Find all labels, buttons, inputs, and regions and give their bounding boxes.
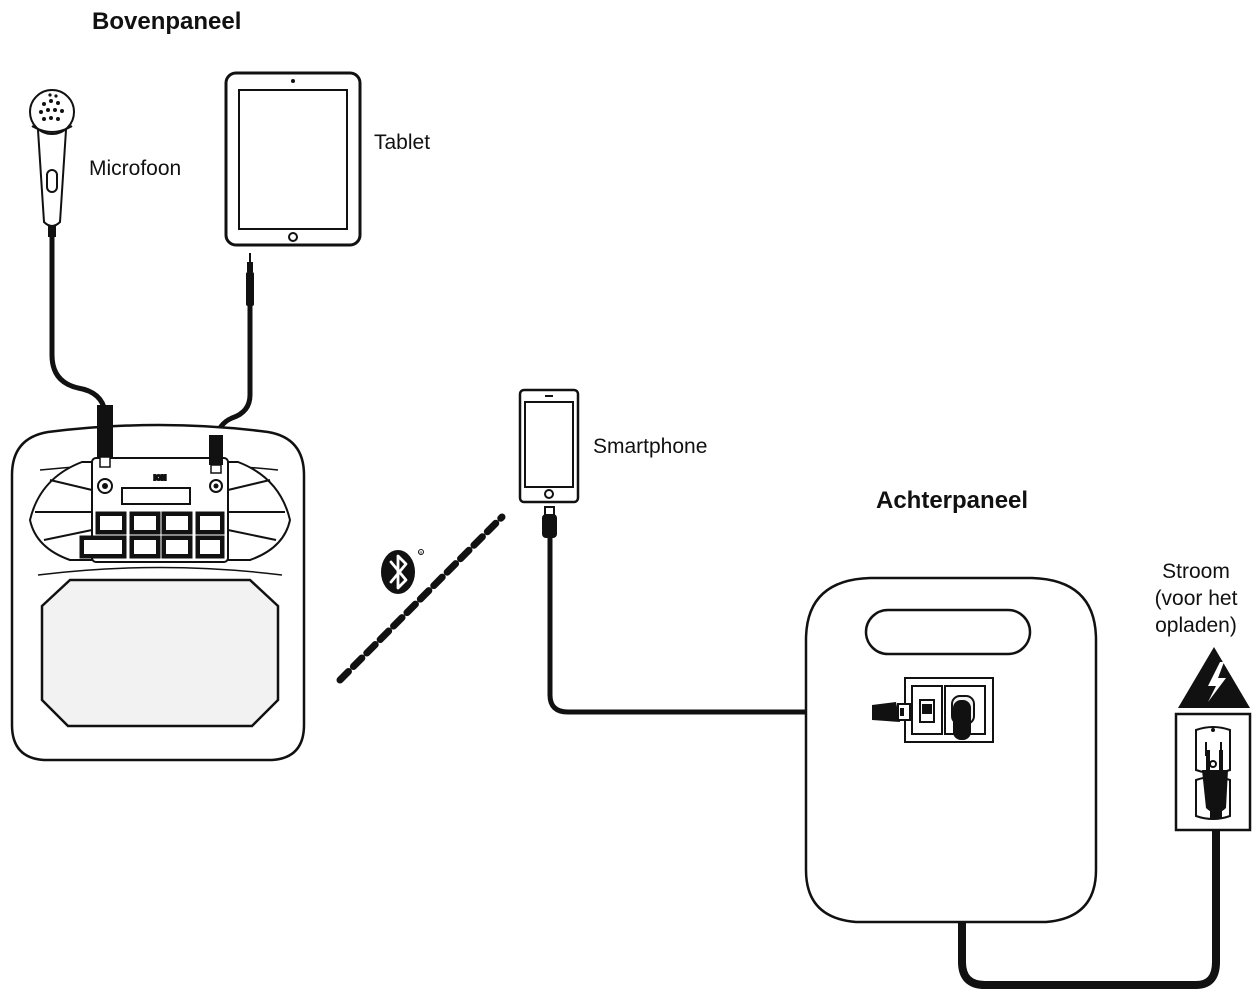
aux-plug	[209, 435, 223, 493]
power-label-line-3: opladen)	[1155, 614, 1237, 637]
bluetooth-link: R	[336, 513, 506, 684]
microphone-label: Microfoon	[89, 157, 182, 180]
power-label-line-2: (voor het	[1154, 587, 1238, 610]
smartphone-usb-cable	[547, 533, 883, 715]
tablet-label: Tablet	[374, 131, 431, 154]
microphone-icon	[29, 89, 75, 237]
bluetooth-icon: R	[381, 549, 424, 594]
power-plug-outlet	[1202, 750, 1228, 818]
speaker-grille	[40, 578, 280, 728]
carry-handle	[864, 608, 1032, 656]
power-label-line-1: Stroom	[1162, 560, 1230, 583]
bluetooth-dashed-line	[336, 513, 506, 684]
power-cable	[958, 721, 1220, 989]
tablet-icon	[224, 71, 362, 306]
rear-connector-plate	[904, 677, 994, 743]
cables	[49, 232, 1220, 989]
control-panel: ION	[28, 457, 292, 563]
speaker-brand-logo: ION	[154, 475, 166, 482]
rear-panel-heading: Achterpaneel	[876, 487, 1029, 514]
top-panel-heading: Bovenpaneel	[92, 8, 242, 35]
usb-charge-plug	[872, 702, 911, 722]
microphone-plug	[97, 405, 113, 494]
microphone-cable	[49, 232, 108, 438]
speaker-top-panel: ION	[10, 405, 306, 762]
power-label: Stroom (voor het opladen)	[1140, 558, 1252, 639]
power-plug-rear	[953, 700, 971, 740]
high-voltage-warning-icon	[1178, 647, 1250, 708]
svg-text:R: R	[420, 550, 423, 555]
smartphone-icon	[518, 388, 580, 538]
smartphone-label: Smartphone	[593, 435, 708, 458]
speaker-rear-panel	[804, 576, 1098, 924]
